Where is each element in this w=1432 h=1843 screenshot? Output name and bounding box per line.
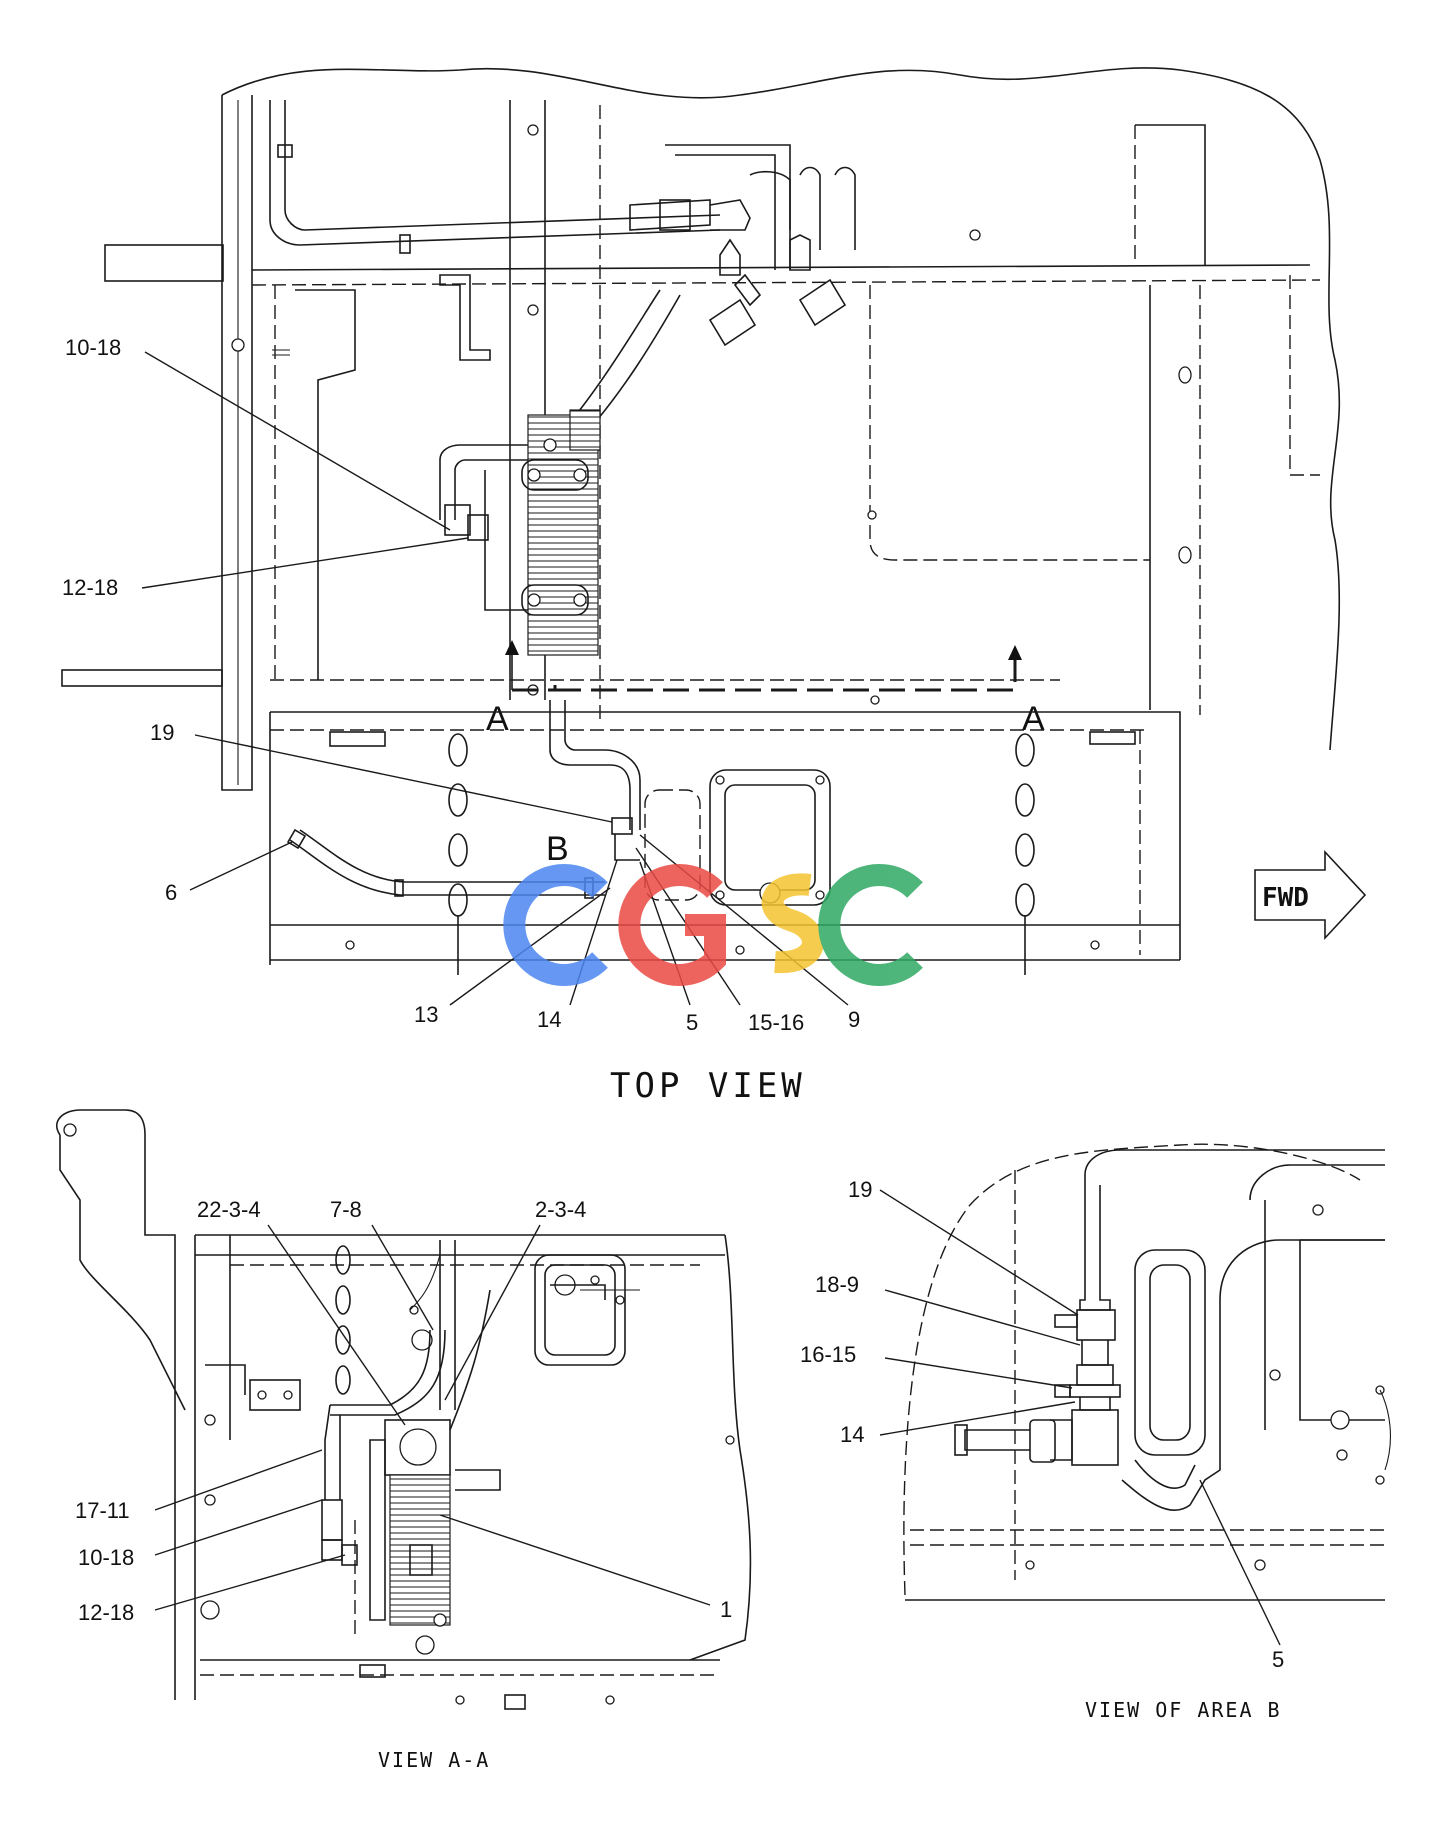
callout-12-18: 12-18 [62, 575, 118, 600]
callout-9: 9 [848, 1007, 860, 1032]
callout-b-5: 5 [1272, 1647, 1284, 1672]
callout-15-16: 15-16 [748, 1010, 804, 1035]
area-mark-b: B [546, 830, 569, 868]
oil-cooler [527, 414, 599, 656]
top-view-title: TOP VIEW [610, 1066, 806, 1106]
callout-13: 13 [414, 1002, 438, 1027]
chain-left [448, 733, 468, 975]
view-area-b: 19 18-9 16-15 14 5 VIEW OF AREA B [800, 1143, 1391, 1722]
oil-cooler-a-a [389, 1474, 451, 1626]
section-mark-a-right: A [1022, 700, 1045, 738]
top-view: A A B [61, 67, 1367, 1106]
callout-aa-10-18: 10-18 [78, 1545, 134, 1570]
callout-aa-22-3-4: 22-3-4 [197, 1197, 261, 1222]
callout-14: 14 [537, 1007, 561, 1032]
callout-b-19: 19 [848, 1177, 872, 1202]
top-view-break-line [221, 67, 1341, 751]
section-mark-a-left: A [486, 700, 509, 738]
callout-aa-7-8: 7-8 [330, 1197, 362, 1222]
callout-b-16-15: 16-15 [800, 1342, 856, 1367]
callout-aa-1: 1 [720, 1597, 732, 1622]
watermark-letter-c [503, 864, 608, 986]
callout-aa-12-18: 12-18 [78, 1600, 134, 1625]
chain-right [1015, 733, 1035, 975]
section-line-a [512, 660, 1017, 692]
watermark-letter-c2 [818, 864, 923, 986]
watermark-cgsc [503, 864, 923, 986]
callout-19: 19 [150, 720, 174, 745]
watermark-letter-s [761, 873, 824, 974]
callout-6: 6 [165, 880, 177, 905]
view-a-a-title: VIEW A-A [378, 1748, 490, 1772]
forward-arrow-label: FWD [1262, 883, 1309, 913]
watermark-letter-g [618, 864, 726, 986]
view-area-b-title: VIEW OF AREA B [1085, 1698, 1282, 1722]
forward-arrow: FWD [1254, 849, 1367, 941]
callout-10-18: 10-18 [65, 335, 121, 360]
callout-aa-2-3-4: 2-3-4 [535, 1197, 586, 1222]
view-a-a: 22-3-4 7-8 2-3-4 17-11 10-18 12-18 1 VIE… [56, 1109, 752, 1772]
callout-b-14: 14 [840, 1422, 864, 1447]
callout-5: 5 [686, 1010, 698, 1035]
callout-aa-17-11: 17-11 [75, 1498, 130, 1523]
callout-b-18-9: 18-9 [815, 1272, 859, 1297]
